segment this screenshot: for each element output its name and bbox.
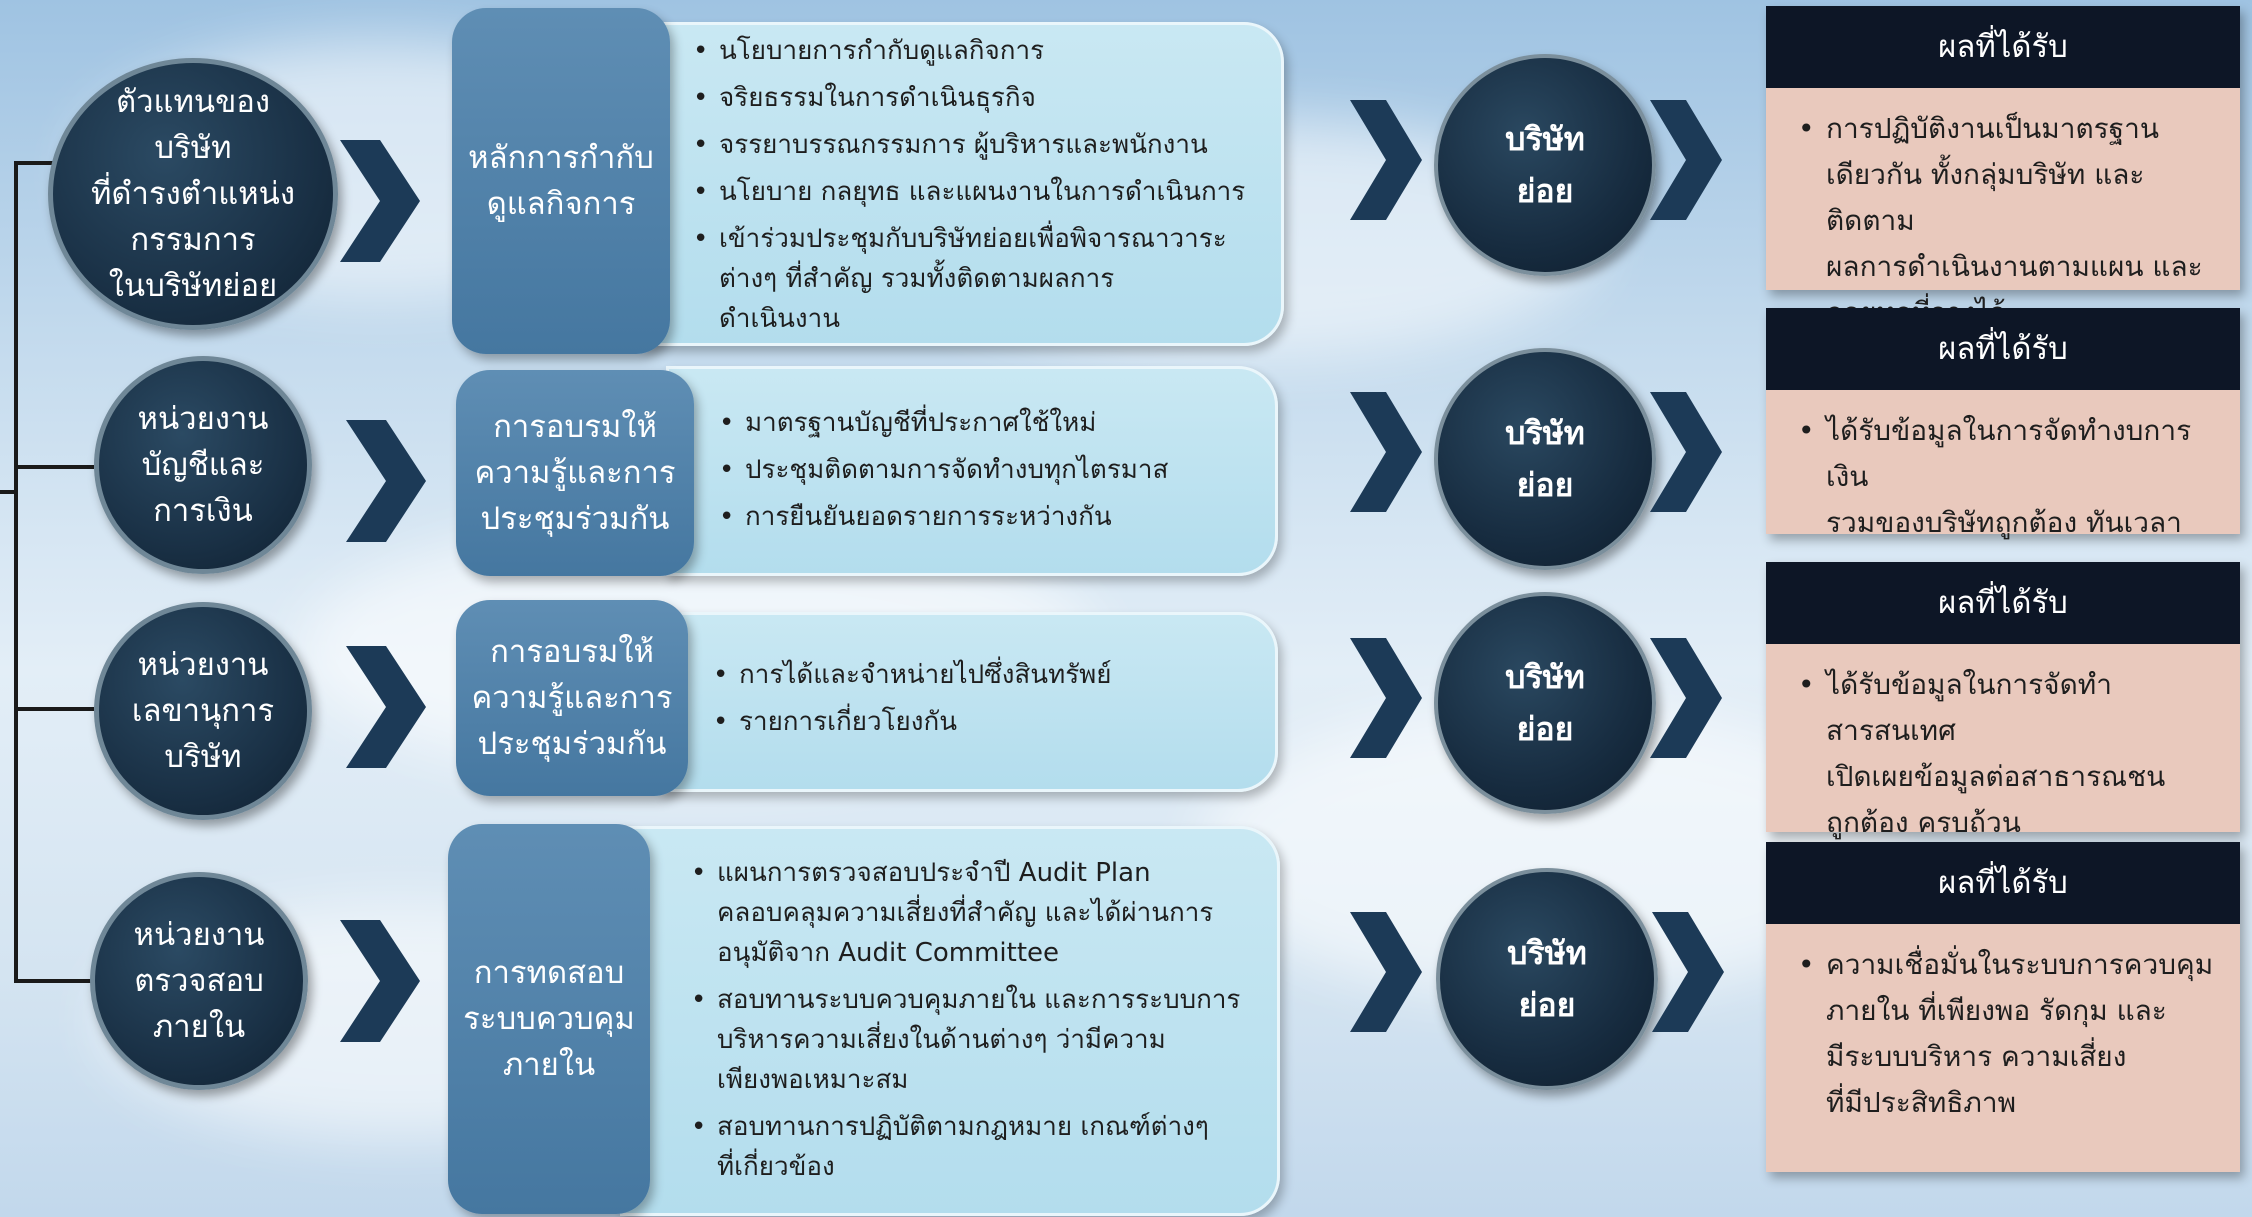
chevron-right-icon — [1350, 638, 1422, 758]
result-card: ผลที่ได้รับ ความเชื่อมั่นในระบบการควบคุม… — [1766, 842, 2240, 1172]
result-body: การปฏิบัติงานเป็นมาตรฐาน เดียวกัน ทั้งกล… — [1766, 88, 2240, 329]
unit-circle: ตัวแทนของ บริษัท ที่ดำรงตำแหน่ง กรรมการ … — [48, 58, 338, 330]
unit-circle: หน่วยงาน ตรวจสอบ ภายใน — [90, 872, 308, 1090]
tree-connector-branch — [14, 707, 94, 711]
chevron-right-icon — [1350, 912, 1422, 1032]
detail-box: มาตรฐานบัญชีที่ประกาศใช้ใหม่ ประชุมติดตา… — [666, 366, 1278, 576]
result-card: ผลที่ได้รับ การปฏิบัติงานเป็นมาตรฐาน เดี… — [1766, 6, 2240, 329]
result-card: ผลที่ได้รับ ได้รับข้อมูลในการจัดทำงบการเ… — [1766, 308, 2240, 539]
detail-box: การได้และจำหน่ายไปซึ่งสินทรัพย์ รายการเก… — [660, 612, 1278, 792]
tree-connector-branch — [14, 161, 54, 165]
subsidiary-circle: บริษัท ย่อย — [1434, 348, 1656, 570]
result-item: การปฏิบัติงานเป็นมาตรฐาน เดียวกัน ทั้งกล… — [1798, 106, 2220, 336]
subsidiary-circle: บริษัท ย่อย — [1434, 592, 1656, 814]
chevron-right-icon — [340, 140, 420, 262]
result-body: ได้รับข้อมูลในการจัดทำสารสนเทศ เปิดเผยข้… — [1766, 644, 2240, 839]
unit-circle: หน่วยงาน บัญชีและ การเงิน — [94, 356, 312, 574]
result-title: ผลที่ได้รับ — [1766, 562, 2240, 644]
detail-box: แผนการตรวจสอบประจำปี Audit Plan คลอบคลุม… — [620, 826, 1280, 1216]
process-box: การอบรมให้ ความรู้และการ ประชุมร่วมกัน — [456, 370, 694, 576]
chevron-right-icon — [1650, 100, 1722, 220]
result-body: ความเชื่อมั่นในระบบการควบคุม ภายใน ที่เพ… — [1766, 924, 2240, 1172]
tree-connector-branch — [14, 979, 94, 983]
result-body: ได้รับข้อมูลในการจัดทำงบการเงิน รวมของบร… — [1766, 390, 2240, 539]
process-box: การอบรมให้ ความรู้และการ ประชุมร่วมกัน — [456, 600, 688, 796]
process-box: การทดสอบ ระบบควบคุม ภายใน — [448, 824, 650, 1214]
detail-item: จริยธรรมในการดำเนินธุรกิจ — [693, 78, 1281, 118]
chevron-right-icon — [1652, 912, 1724, 1032]
detail-item: จรรยาบรรณกรรมการ ผู้บริหารและพนักงาน — [693, 125, 1281, 165]
detail-item: แผนการตรวจสอบประจำปี Audit Plan คลอบคลุม… — [691, 853, 1277, 973]
result-title: ผลที่ได้รับ — [1766, 842, 2240, 924]
tree-connector-vertical — [14, 161, 18, 983]
chevron-right-icon — [1350, 392, 1422, 512]
detail-item: ประชุมติดตามการจัดทำงบทุกไตรมาส — [719, 450, 1275, 490]
result-title: ผลที่ได้รับ — [1766, 308, 2240, 390]
detail-item: สอบทานระบบควบคุมภายใน และการระบบการ บริห… — [691, 980, 1277, 1100]
detail-item: สอบทานการปฏิบัติตามกฎหมาย เกณฑ์ต่างๆ ที่… — [691, 1107, 1277, 1187]
chevron-right-icon — [1350, 100, 1422, 220]
detail-item: นโยบาย กลยุทธ และแผนงานในการดำเนินการ — [693, 172, 1281, 212]
unit-circle: หน่วยงาน เลขานุการ บริษัท — [94, 602, 312, 820]
detail-box: นโยบายการกำกับดูแลกิจการ จริยธรรมในการดำ… — [640, 22, 1284, 346]
subsidiary-circle: บริษัท ย่อย — [1434, 54, 1656, 276]
detail-item: รายการเกี่ยวโยงกัน — [713, 702, 1275, 742]
detail-item: นโยบายการกำกับดูแลกิจการ — [693, 31, 1281, 71]
chevron-right-icon — [1650, 638, 1722, 758]
detail-item: มาตรฐานบัญชีที่ประกาศใช้ใหม่ — [719, 403, 1275, 443]
chevron-right-icon — [340, 920, 420, 1042]
subsidiary-circle: บริษัท ย่อย — [1436, 868, 1658, 1090]
chevron-right-icon — [346, 646, 426, 768]
detail-item: การยืนยันยอดรายการระหว่างกัน — [719, 497, 1275, 537]
chevron-right-icon — [1650, 392, 1722, 512]
result-item: ได้รับข้อมูลในการจัดทำงบการเงิน รวมของบร… — [1798, 408, 2220, 546]
result-item: ได้รับข้อมูลในการจัดทำสารสนเทศ เปิดเผยข้… — [1798, 662, 2220, 846]
result-card: ผลที่ได้รับ ได้รับข้อมูลในการจัดทำสารสนเ… — [1766, 562, 2240, 839]
process-box: หลักการกำกับ ดูแลกิจการ — [452, 8, 670, 354]
tree-connector-root — [0, 490, 14, 494]
result-item: ความเชื่อมั่นในระบบการควบคุม ภายใน ที่เพ… — [1798, 942, 2220, 1126]
detail-item: การได้และจำหน่ายไปซึ่งสินทรัพย์ — [713, 655, 1275, 695]
tree-connector-branch — [14, 465, 94, 469]
result-title: ผลที่ได้รับ — [1766, 6, 2240, 88]
detail-item: เข้าร่วมประชุมกับบริษัทย่อยเพื่อพิจารณาว… — [693, 219, 1281, 339]
chevron-right-icon — [346, 420, 426, 542]
